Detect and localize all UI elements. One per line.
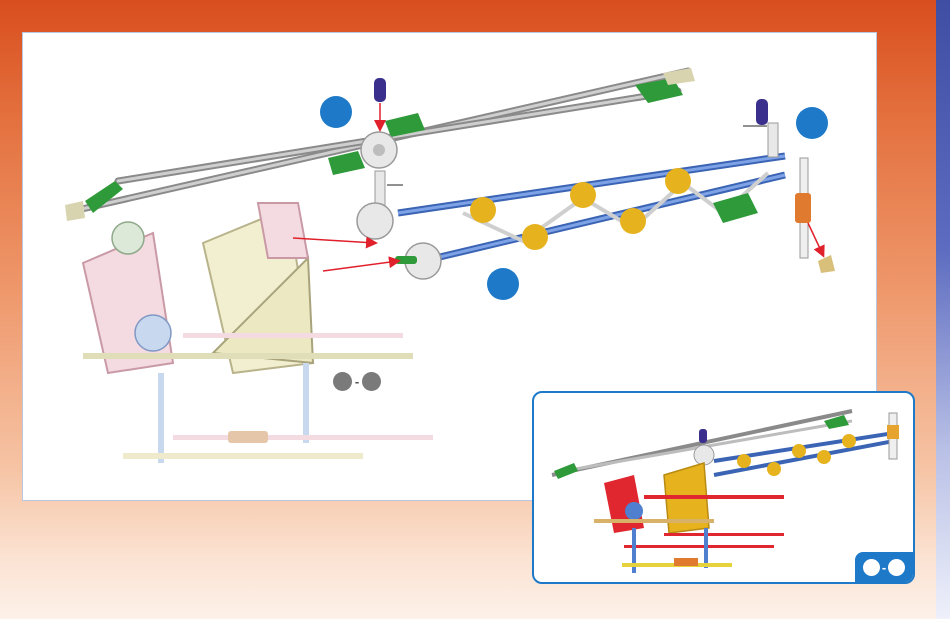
inset-range-separator: -: [880, 560, 888, 575]
range-start-dot: [333, 372, 352, 391]
inset-range-end-dot: [888, 559, 905, 576]
step-range-badge: -: [333, 372, 381, 391]
side-color-bar: [936, 0, 950, 619]
step-marker-c: [487, 268, 519, 300]
step-marker-b: [796, 107, 828, 139]
range-end-dot: [362, 372, 381, 391]
inset-range-start-dot: [863, 559, 880, 576]
tail-boom-truss: [357, 156, 785, 279]
completed-model-inset: -: [532, 391, 915, 584]
landing-skids: [123, 363, 433, 463]
rotor-hub: [361, 78, 403, 211]
inset-step-range-badge: -: [855, 552, 913, 582]
step-marker-a: [320, 96, 352, 128]
range-separator: -: [352, 374, 362, 389]
